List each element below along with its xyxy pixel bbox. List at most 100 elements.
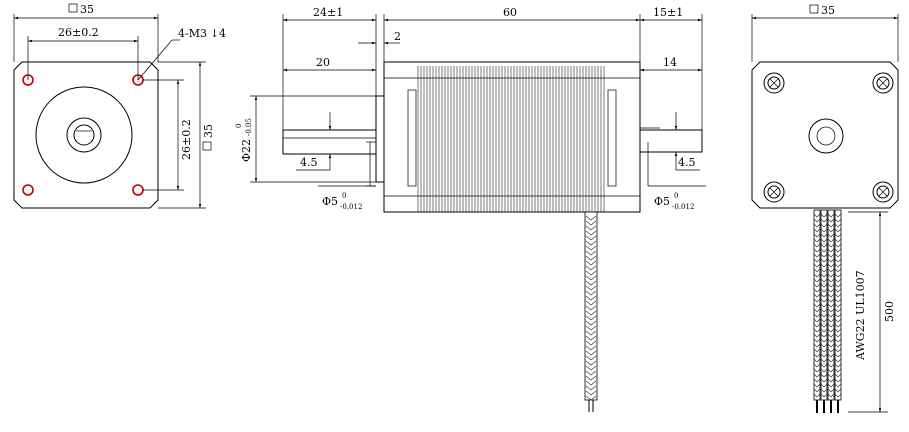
lead-cable-braid <box>585 215 597 401</box>
braid-mark <box>820 338 828 343</box>
braid-mark <box>820 383 828 388</box>
braid-mark <box>834 353 842 358</box>
braid-mark <box>585 335 597 341</box>
braid-mark <box>820 303 828 308</box>
braid-mark <box>813 263 821 268</box>
boss-diameter-label: Φ22 <box>240 139 253 162</box>
braid-mark <box>813 368 821 373</box>
braid-mark <box>827 343 835 348</box>
braid-mark <box>834 373 842 378</box>
front-shaft-diameter: Φ5 <box>322 195 338 208</box>
braid-mark <box>820 293 828 298</box>
motor-body-profile <box>383 61 641 213</box>
braid-mark <box>820 333 828 338</box>
braid-mark <box>820 288 828 293</box>
braid-mark <box>813 223 821 228</box>
braid-mark <box>827 263 835 268</box>
braid-mark <box>827 378 835 383</box>
braid-mark <box>827 268 835 273</box>
braid-mark <box>834 253 842 258</box>
front-shaft-profile <box>282 129 377 155</box>
braid-mark <box>834 228 842 233</box>
braid-mark <box>820 353 828 358</box>
braid-mark <box>827 258 835 263</box>
braid-mark <box>585 250 597 256</box>
braid-mark <box>820 233 828 238</box>
braid-mark <box>813 288 821 293</box>
braid-mark <box>827 313 835 318</box>
braid-mark <box>813 323 821 328</box>
braid-mark <box>585 350 597 356</box>
front-shaft-outer <box>66 117 102 153</box>
braid-mark <box>834 313 842 318</box>
mounting-hole-br <box>132 184 144 196</box>
braid-mark <box>834 388 842 393</box>
braid-mark <box>827 338 835 343</box>
braid-mark <box>827 278 835 283</box>
braid-mark <box>827 358 835 363</box>
braid-mark <box>820 268 828 273</box>
braid-mark <box>820 388 828 393</box>
braid-mark <box>834 278 842 283</box>
front-shaft-label: 20 <box>316 56 330 69</box>
braid-mark <box>820 258 828 263</box>
braid-mark <box>834 223 842 228</box>
braid-mark <box>585 235 597 241</box>
braid-mark <box>827 233 835 238</box>
braid-mark <box>813 303 821 308</box>
braid-mark <box>834 283 842 288</box>
braid-mark <box>585 285 597 291</box>
braid-mark <box>834 273 842 278</box>
braid-mark <box>813 318 821 323</box>
braid-mark <box>820 298 828 303</box>
braid-mark <box>585 215 597 221</box>
braid-mark <box>820 283 828 288</box>
braid-mark <box>827 333 835 338</box>
braid-mark <box>820 223 828 228</box>
braid-mark <box>820 318 828 323</box>
braid-mark <box>827 273 835 278</box>
braid-mark <box>813 373 821 378</box>
rear-length-label: 15±1 <box>653 6 683 19</box>
braid-mark <box>820 278 828 283</box>
braid-mark <box>585 355 597 361</box>
braid-mark <box>820 248 828 253</box>
braid-mark <box>827 228 835 233</box>
braid-mark <box>827 323 835 328</box>
braid-mark <box>820 253 828 258</box>
braid-mark <box>827 298 835 303</box>
braid-mark <box>585 330 597 336</box>
braid-mark <box>834 393 842 398</box>
braid-mark <box>813 328 821 333</box>
braid-mark <box>585 265 597 271</box>
braid-mark <box>827 283 835 288</box>
braid-mark <box>834 233 842 238</box>
braid-mark <box>820 348 828 353</box>
braid-mark <box>813 273 821 278</box>
braid-mark <box>585 380 597 386</box>
braid-mark <box>834 258 842 263</box>
braid-mark <box>585 225 597 231</box>
braid-mark <box>813 308 821 313</box>
braid-mark <box>827 388 835 393</box>
braid-mark <box>585 290 597 296</box>
braid-mark <box>585 300 597 306</box>
braid-mark <box>827 393 835 398</box>
braid-mark <box>834 343 842 348</box>
braid-mark <box>834 318 842 323</box>
rear-screw-tr <box>872 72 894 94</box>
braid-mark <box>585 270 597 276</box>
braid-mark <box>585 245 597 251</box>
front-hole-spacing-y: 26±0.2 <box>180 119 193 160</box>
braid-mark <box>834 298 842 303</box>
braid-mark <box>585 240 597 246</box>
braid-mark <box>820 228 828 233</box>
braid-mark <box>813 258 821 263</box>
braid-mark <box>820 368 828 373</box>
rear-view: 35 500 AWG22 UL1007 <box>751 4 899 413</box>
boss-tol-lower: -0.05 <box>245 118 253 136</box>
braid-mark <box>834 293 842 298</box>
rear-shaft-label: 14 <box>663 56 677 69</box>
braid-mark <box>827 373 835 378</box>
